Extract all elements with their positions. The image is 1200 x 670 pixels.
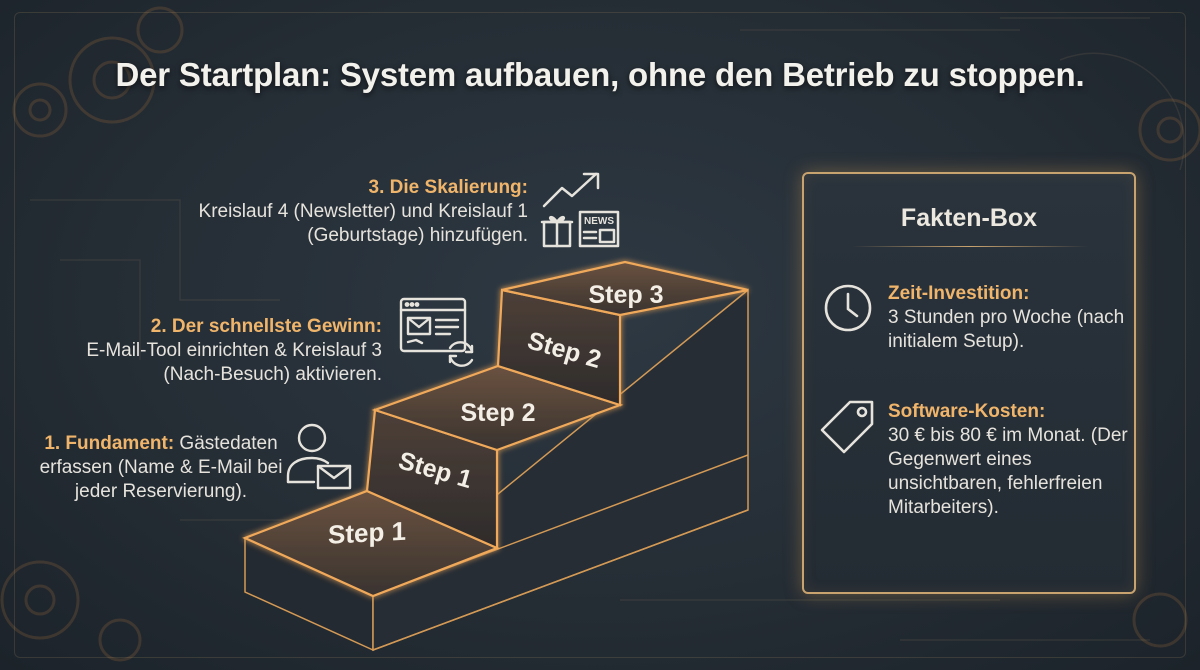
step-3-top (501, 260, 749, 317)
milestone-2-text: E-Mail-Tool einrichten & Kreislauf 3 (Na… (86, 340, 382, 385)
fact-costs-text: 30 € bis 80 € im Monat. (Der Gegenwert e… (888, 425, 1128, 518)
milestone-2-heading: 2. Der schnellste Gewinn: (150, 316, 382, 337)
facts-box-divider (852, 246, 1088, 247)
fact-software-costs: Software-Kosten: 30 € bis 80 € im Monat.… (888, 400, 1128, 520)
milestone-1-heading: 1. Fundament: (44, 433, 175, 454)
step-1-top-label: Step 1 (328, 516, 406, 550)
milestone-1: 1. Fundament: Gästedaten erfassen (Name … (30, 432, 292, 504)
fact-costs-heading: Software-Kosten: (888, 401, 1046, 422)
facts-box: Fakten-Box Zeit-Investition: 3 Stunden p… (802, 172, 1136, 594)
clock-icon (824, 284, 872, 332)
milestone-2: 2. Der schnellste Gewinn: E-Mail-Tool ei… (30, 315, 382, 387)
email-tool-sync-icon (399, 297, 474, 367)
page-title: Der Startplan: System aufbauen, ohne den… (115, 56, 1085, 93)
milestone-3: 3. Die Skalierung: Kreislauf 4 (Newslett… (130, 176, 528, 248)
milestone-3-heading: 3. Die Skalierung: (368, 177, 528, 198)
fact-time-heading: Zeit-Investition: (888, 283, 1030, 304)
news-icon-text: NEWS (584, 216, 614, 227)
user-email-icon (286, 423, 352, 490)
price-tag-icon (820, 400, 874, 454)
milestone-1-text: Gästedaten erfassen (Name & E-Mail bei j… (39, 433, 283, 502)
step-2-top-label: Step 2 (460, 399, 535, 427)
growth-gift-news-icon: NEWS (540, 172, 620, 248)
facts-box-title: Fakten-Box (900, 204, 1038, 232)
step-3-top-label: Step 3 (588, 281, 663, 309)
milestone-3-text: Kreislauf 4 (Newsletter) und Kreislauf 1… (198, 201, 528, 246)
fact-time-text: 3 Stunden pro Woche (nach initialem Setu… (888, 307, 1125, 352)
fact-time-investment: Zeit-Investition: 3 Stunden pro Woche (n… (888, 282, 1128, 354)
